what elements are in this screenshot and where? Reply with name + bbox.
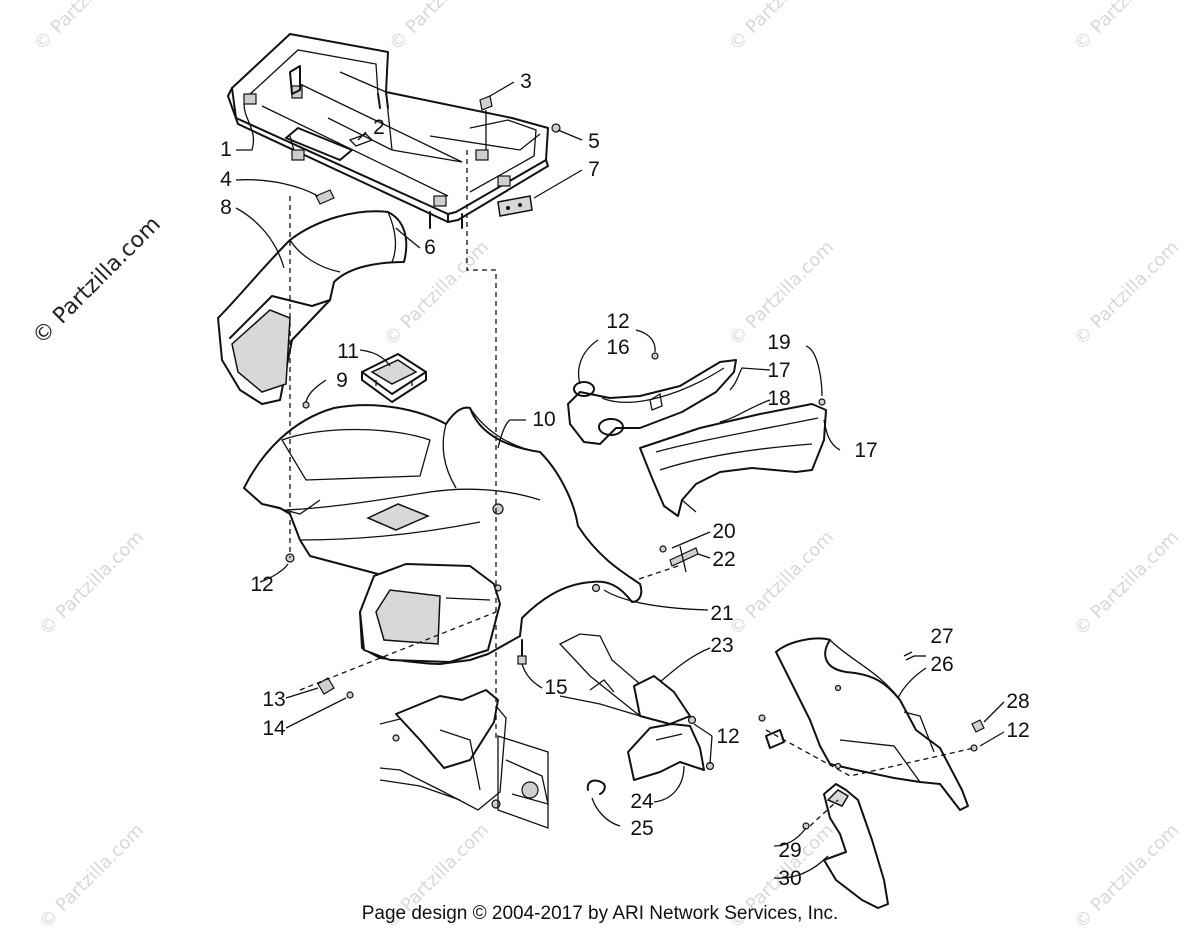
callout-17-a: 17 bbox=[767, 359, 791, 382]
copyright-footer: Page design © 2004-2017 by ARI Network S… bbox=[361, 903, 839, 924]
callout-9: 9 bbox=[336, 369, 348, 392]
callout-12-b: 12 bbox=[250, 573, 274, 596]
callout-13: 13 bbox=[262, 688, 286, 711]
callout-24: 24 bbox=[630, 790, 654, 813]
callout-12-a: 12 bbox=[606, 310, 630, 333]
bracket-12-mid bbox=[758, 714, 785, 749]
bolt-3 bbox=[479, 95, 493, 150]
grommet-16 bbox=[573, 381, 595, 397]
callout-7: 7 bbox=[588, 158, 600, 181]
rear-rack bbox=[227, 33, 549, 229]
callout-8: 8 bbox=[220, 196, 232, 219]
washer-12-right bbox=[970, 744, 978, 752]
splash-flap-30 bbox=[802, 783, 889, 909]
washer-21 bbox=[591, 583, 601, 593]
callout-11: 11 bbox=[337, 340, 359, 363]
callout-18: 18 bbox=[767, 387, 791, 410]
callout-28: 28 bbox=[1006, 690, 1030, 713]
side-panel-17-upper bbox=[567, 359, 737, 445]
callout-6: 6 bbox=[424, 236, 436, 259]
hardware-20-22 bbox=[659, 545, 699, 573]
callout-10: 10 bbox=[532, 408, 556, 431]
bolt-13-14 bbox=[317, 677, 354, 699]
bolt-15 bbox=[517, 639, 527, 665]
washer-12 bbox=[651, 352, 659, 360]
rear-fender-8 bbox=[217, 210, 408, 405]
callout-22: 22 bbox=[712, 548, 736, 571]
callout-25: 25 bbox=[630, 817, 654, 840]
front-fender-10 bbox=[243, 404, 643, 665]
reflector-7 bbox=[497, 195, 533, 217]
callout-30: 30 bbox=[778, 867, 802, 890]
callout-16: 16 bbox=[606, 336, 630, 359]
callout-5: 5 bbox=[588, 130, 600, 153]
clamp-25 bbox=[586, 779, 606, 795]
fastener-27 bbox=[903, 651, 915, 661]
callout-1: 1 bbox=[220, 138, 232, 161]
callout-20: 20 bbox=[712, 520, 736, 543]
callout-14: 14 bbox=[262, 717, 286, 740]
callout-12-c: 12 bbox=[716, 725, 740, 748]
callout-27: 27 bbox=[930, 625, 954, 648]
callout-19: 19 bbox=[767, 331, 791, 354]
callout-15: 15 bbox=[544, 676, 568, 699]
callout-2: 2 bbox=[373, 116, 385, 139]
callout-29: 29 bbox=[778, 839, 802, 862]
bracket-24 bbox=[627, 715, 715, 781]
callout-3: 3 bbox=[520, 70, 532, 93]
storage-lid-11 bbox=[361, 353, 427, 403]
callout-4: 4 bbox=[220, 168, 232, 191]
leader-lines bbox=[235, 81, 1005, 879]
washer-9 bbox=[302, 401, 310, 409]
callout-17-b: 17 bbox=[854, 439, 878, 462]
mounting-plane bbox=[497, 735, 549, 829]
bolt-4 bbox=[315, 189, 335, 205]
screw-19 bbox=[818, 398, 826, 406]
side-panel-17-lower bbox=[639, 403, 827, 517]
bracket-23 bbox=[558, 633, 692, 725]
callout-23: 23 bbox=[710, 634, 734, 657]
bolt-28 bbox=[971, 719, 985, 733]
alignment-lines bbox=[289, 150, 975, 827]
callout-21: 21 bbox=[710, 602, 734, 625]
mud-guard-26 bbox=[775, 637, 969, 811]
callout-12-d: 12 bbox=[1006, 719, 1030, 742]
callout-26: 26 bbox=[930, 653, 954, 676]
frame-section bbox=[379, 689, 549, 811]
